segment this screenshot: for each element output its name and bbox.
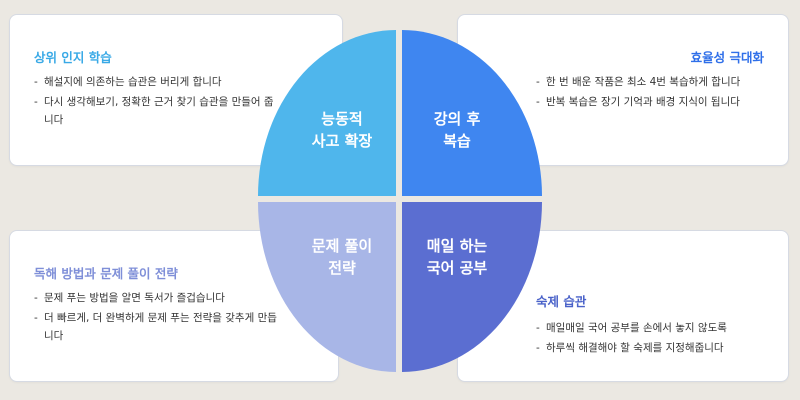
card-title: 효율성 극대화 [690, 50, 764, 65]
card-title: 상위 인지 학습 [34, 50, 112, 65]
bullet-item: 하루씩 해결해야 할 숙제를 지정해줍니다 [536, 339, 781, 357]
card-metacognitive-learning: 상위 인지 학습 해설지에 의존하는 습관은 버리게 합니다 다시 생각해보기,… [9, 14, 343, 166]
bullet-list: 문제 푸는 방법을 알면 독서가 즐겁습니다 더 빠르게, 더 완벽하게 문제 … [34, 289, 279, 347]
bullet-item: 문제 푸는 방법을 알면 독서가 즐겁습니다 [34, 289, 279, 307]
bullet-item: 다시 생각해보기, 정확한 근거 찾기 습관을 만들어 줍니다 [34, 93, 274, 129]
bullet-list: 해설지에 의존하는 습관은 버리게 합니다 다시 생각해보기, 정확한 근거 찾… [34, 73, 274, 131]
card-title: 숙제 습관 [536, 294, 587, 309]
card-reading-strategy: 독해 방법과 문제 풀이 전략 문제 푸는 방법을 알면 독서가 즐겁습니다 더… [9, 230, 339, 382]
bullet-item: 매일매일 국어 공부를 손에서 놓지 않도록 [536, 319, 781, 337]
card-title: 독해 방법과 문제 풀이 전략 [34, 266, 178, 281]
bullet-item: 한 번 배운 작품은 최소 4번 복습하게 합니다 [536, 73, 781, 91]
bullet-list: 한 번 배운 작품은 최소 4번 복습하게 합니다 반복 복습은 장기 기억과 … [536, 73, 781, 113]
bullet-item: 더 빠르게, 더 완벽하게 문제 푸는 전략을 갖추게 만듭니다 [34, 309, 279, 345]
bullet-item: 반복 복습은 장기 기억과 배경 지식이 됩니다 [536, 93, 781, 111]
bullet-list: 매일매일 국어 공부를 손에서 놓지 않도록 하루씩 해결해야 할 숙제를 지정… [536, 319, 781, 359]
bullet-item: 해설지에 의존하는 습관은 버리게 합니다 [34, 73, 274, 91]
